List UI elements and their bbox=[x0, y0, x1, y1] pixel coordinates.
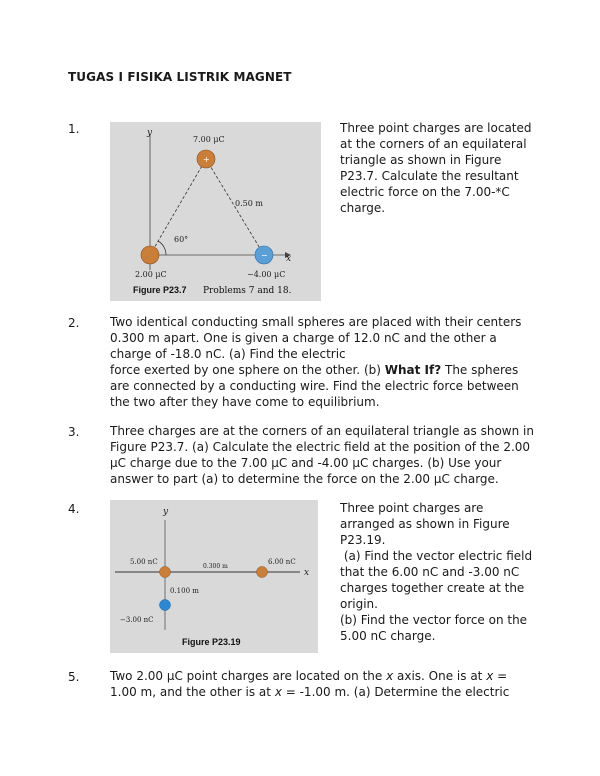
text-run: The spheres bbox=[441, 363, 519, 377]
text-line: P23.19. bbox=[340, 533, 386, 547]
text-line: μC charge due to the 7.00 μC and -4.00 μ… bbox=[110, 456, 502, 470]
triangle-right-side bbox=[205, 158, 265, 256]
angle-arc bbox=[157, 240, 167, 256]
figure-caption-label: Figure P23.19 bbox=[182, 637, 241, 647]
text-line: answer to part (a) to determine the forc… bbox=[110, 472, 499, 486]
text-line: Two identical conducting small spheres a… bbox=[110, 315, 522, 329]
top-charge-label: 7.00 μC bbox=[193, 135, 225, 144]
text-line: Three point charges are located bbox=[340, 121, 532, 135]
text-line: charge. bbox=[340, 201, 386, 215]
vertical-distance-label: 0.100 m bbox=[170, 587, 199, 595]
right-charge-sphere bbox=[256, 566, 268, 578]
text-line: Three charges are at the corners of an e… bbox=[110, 424, 534, 438]
text-run: force exerted by one sphere on the other… bbox=[110, 363, 385, 377]
text-line: charge of -18.0 nC. (a) Find the electri… bbox=[110, 347, 346, 361]
text-line: the two after they have come to equilibr… bbox=[110, 395, 380, 409]
figure-p23-7: y x 60° 0.50 m + 7.00 μC 2.00 μC − −4.00… bbox=[110, 122, 321, 301]
bottom-charge-label: −3.00 nC bbox=[120, 616, 154, 624]
right-charge-sphere bbox=[254, 245, 274, 265]
problem-1-number: 1. bbox=[68, 122, 80, 136]
text-run: = bbox=[493, 669, 508, 683]
figure-p23-19: y x 5.00 nC 0.300 m 6.00 nC 0.100 m −3.0… bbox=[110, 500, 318, 653]
right-charge-label: −4.00 μC bbox=[247, 270, 285, 279]
text-line: that the 6.00 nC and -3.00 nC bbox=[340, 565, 520, 579]
document-title: TUGAS I FISIKA LISTRIK MAGNET bbox=[68, 70, 292, 84]
text-line: arranged as shown in Figure bbox=[340, 517, 510, 531]
bottom-charge-sphere bbox=[159, 599, 171, 611]
text-line: force exerted by one sphere on the other… bbox=[110, 362, 550, 378]
text-line: origin. bbox=[340, 597, 378, 611]
right-charge-label: 6.00 nC bbox=[268, 558, 296, 566]
problem-5-number: 5. bbox=[68, 670, 80, 684]
text-line: charges together create at the bbox=[340, 581, 525, 595]
text-line: Three point charges are bbox=[340, 501, 484, 515]
text-run: 1.00 m, and the other is at bbox=[110, 685, 275, 699]
problem-4-number: 4. bbox=[68, 502, 80, 516]
x-axis-label: x bbox=[304, 568, 309, 578]
text-line: (b) Find the vector force on the bbox=[340, 613, 528, 627]
y-axis-label: y bbox=[146, 128, 153, 138]
x-variable: x bbox=[486, 669, 494, 683]
problem-3-text: Three charges are at the corners of an e… bbox=[110, 423, 550, 487]
x-variable: x bbox=[274, 685, 282, 699]
text-line: at the corners of an equilateral bbox=[340, 137, 527, 151]
left-charge-sphere bbox=[140, 245, 160, 265]
text-line: (a) Find the vector electric field bbox=[340, 549, 533, 563]
text-line: Figure P23.7. (a) Calculate the electric… bbox=[110, 440, 531, 454]
horizontal-distance-label: 0.300 m bbox=[203, 563, 228, 570]
y-axis-label: y bbox=[162, 507, 169, 517]
problem-4-text: Three point charges are arranged as show… bbox=[340, 500, 540, 644]
left-charge-sphere bbox=[159, 566, 171, 578]
x-variable: x bbox=[386, 669, 394, 683]
right-charge-sign: − bbox=[261, 251, 268, 260]
x-axis-arrow bbox=[285, 252, 291, 258]
text-run: = -1.00 m. (a) Determine the electric bbox=[281, 685, 510, 699]
text-line: are connected by a conducting wire. Find… bbox=[110, 379, 519, 393]
side-length-label: 0.50 m bbox=[235, 199, 263, 208]
left-charge-label: 2.00 μC bbox=[135, 270, 167, 279]
text-line: 5.00 nC charge. bbox=[340, 629, 436, 643]
text-run: Two 2.00 μC point charges are located on… bbox=[110, 669, 387, 683]
text-run: axis. One is at bbox=[393, 669, 487, 683]
what-if-label: What If? bbox=[384, 363, 442, 377]
top-charge-sphere bbox=[196, 149, 216, 169]
text-line: 0.300 m apart. One is given a charge of … bbox=[110, 331, 497, 345]
x-axis-label: x bbox=[286, 254, 291, 264]
text-line: triangle as shown in Figure bbox=[340, 153, 502, 167]
text-line: electric force on the 7.00-*C bbox=[340, 185, 510, 199]
text-line: Two 2.00 μC point charges are located on… bbox=[110, 668, 550, 684]
problem-2-text: Two identical conducting small spheres a… bbox=[110, 314, 550, 410]
triangle-left-side bbox=[149, 158, 207, 256]
text-line: 1.00 m, and the other is at x = -1.00 m.… bbox=[110, 684, 550, 700]
top-charge-sign: + bbox=[203, 155, 210, 164]
left-charge-label: 5.00 nC bbox=[130, 558, 158, 566]
problem-2-number: 2. bbox=[68, 316, 80, 330]
text-line: P23.7. Calculate the resultant bbox=[340, 169, 519, 183]
figure-caption-label: Figure P23.7 bbox=[133, 285, 187, 295]
angle-label: 60° bbox=[174, 235, 188, 244]
problem-1-text: Three point charges are located at the c… bbox=[340, 120, 540, 216]
problem-5-text: Two 2.00 μC point charges are located on… bbox=[110, 668, 550, 700]
figure-caption-text: Problems 7 and 18. bbox=[203, 286, 292, 296]
problem-3-number: 3. bbox=[68, 425, 80, 439]
